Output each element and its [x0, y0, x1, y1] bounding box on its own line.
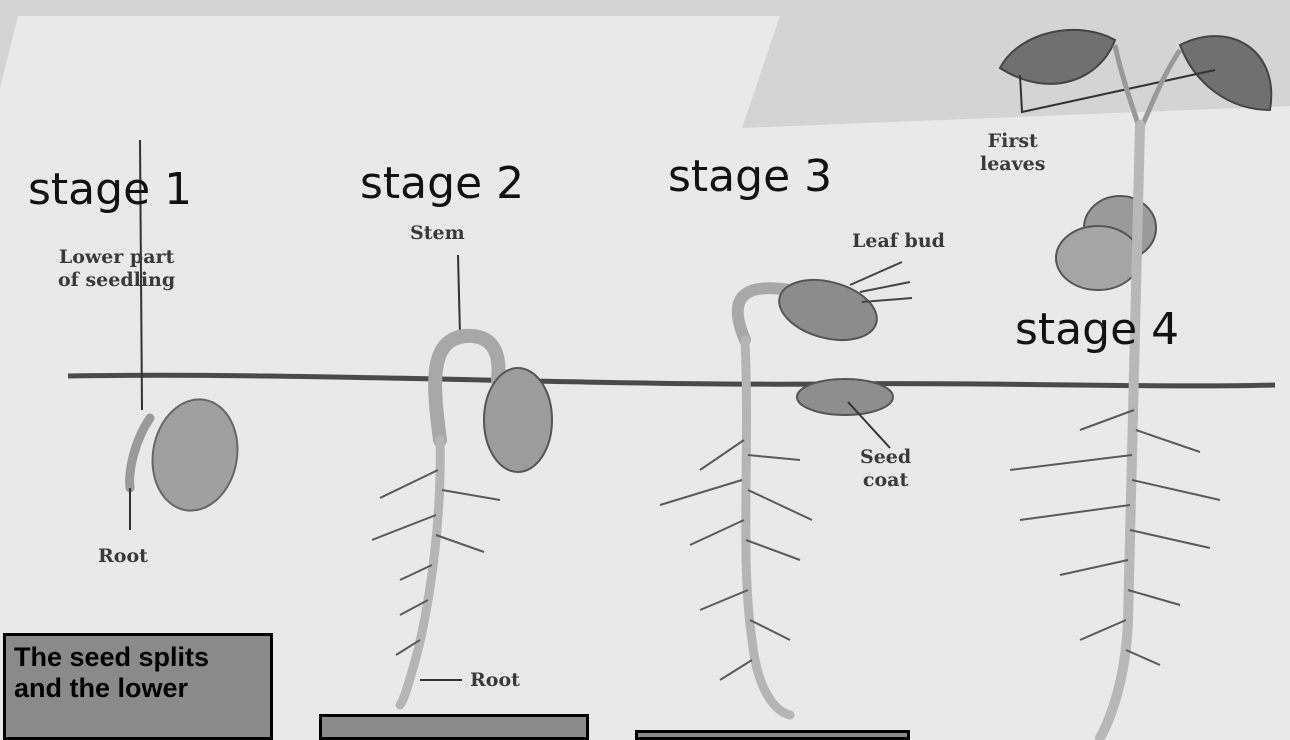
annotation-seed-coat: Seed coat — [860, 446, 911, 492]
annotation-stem: Stem — [410, 222, 465, 245]
annotation-root-stage-1: Root — [98, 545, 148, 568]
soil-line — [68, 375, 1275, 386]
annotation-root-stage-2: Root — [470, 669, 520, 692]
caption-text-stage-1: The seed splits and the lower — [6, 636, 270, 704]
stage-2-label: stage 2 — [360, 162, 524, 206]
annotation-first-leaves: First leaves — [980, 130, 1045, 176]
stage-1-label: stage 1 — [28, 168, 192, 212]
caption-box-stage-2 — [319, 714, 589, 740]
stage-4-label: stage 4 — [1015, 308, 1179, 352]
caption-text-stage-2 — [322, 717, 586, 723]
caption-text-stage-3 — [638, 733, 907, 739]
annotation-leaf-bud: Leaf bud — [852, 230, 945, 253]
stage-3-label: stage 3 — [668, 155, 832, 199]
caption-box-stage-1: The seed splits and the lower — [3, 633, 273, 740]
stage-2-seedling — [372, 255, 552, 705]
caption-box-stage-3 — [635, 730, 910, 740]
annotation-lower-part-of-seedling: Lower part of seedling — [58, 246, 175, 292]
